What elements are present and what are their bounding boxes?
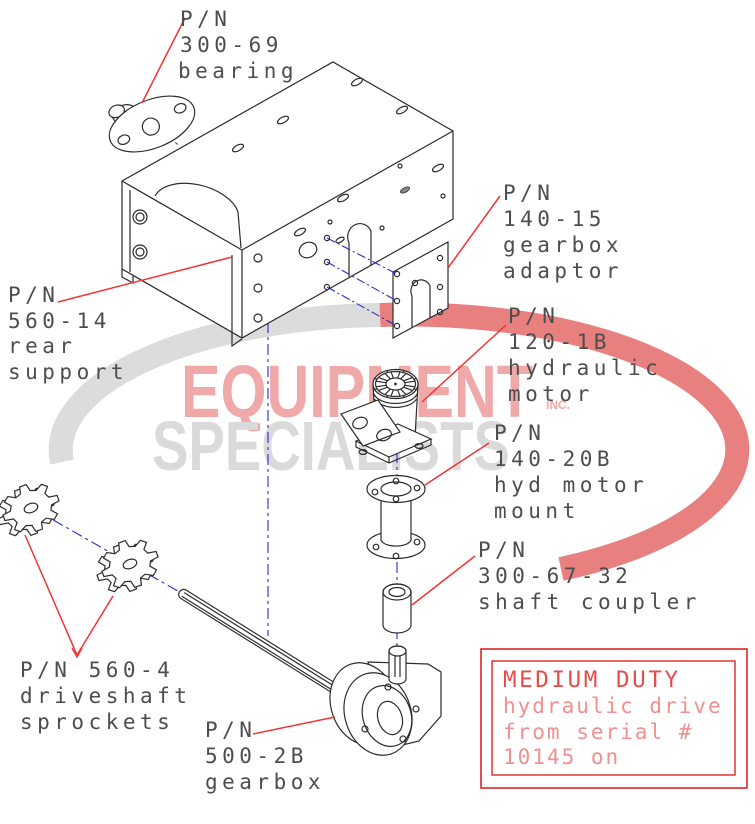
label-driveshaft-sprockets: P/N 560-4 driveshaft sprockets [20, 658, 191, 734]
label-motor-l3: hydraulic [508, 356, 662, 380]
label-gearbox-l3: gearbox [205, 770, 325, 794]
gearbox-adaptor-drawing [392, 240, 449, 340]
label-adaptor-l3: gearbox [503, 233, 623, 257]
leader-lines [24, 17, 507, 735]
label-coupler-l3: shaft coupler [478, 590, 701, 614]
label-rear-support-l3: rear [8, 334, 77, 358]
centerline-sprocket-axis [33, 508, 184, 595]
label-gearbox: P/N 500-2B gearbox [205, 718, 325, 794]
label-mount-l2: 140-20B [494, 447, 614, 471]
label-mount-l3: hyd motor [494, 473, 648, 497]
hyd-motor-mount-drawing [366, 474, 426, 560]
label-sprockets-l3: sprockets [20, 710, 174, 734]
label-motor-l2: 120-1B [508, 330, 611, 354]
label-adaptor-l2: 140-15 [503, 207, 606, 231]
gearbox-drawing [329, 645, 442, 756]
label-adaptor-l1: P/N [503, 181, 554, 205]
label-gearbox-adaptor: P/N 140-15 gearbox adaptor [503, 181, 623, 283]
part-labels: P/N 300-69 bearing P/N 140-15 gearbox ad… [8, 7, 701, 794]
label-bearing-l1: P/N [180, 7, 231, 31]
bearing-drawing [108, 95, 196, 153]
note-box-line1: hydraulic drive [503, 694, 723, 718]
label-motor-l1: P/N [508, 304, 559, 328]
driveshaft-drawing [178, 588, 349, 701]
watermark-logo: EQUIPMENT INC. SPECIALISTS [48, 302, 750, 581]
watermark-inc: INC. [546, 398, 570, 412]
label-coupler-l1: P/N [478, 538, 529, 562]
note-box: MEDIUM DUTY hydraulic drive from serial … [480, 648, 748, 789]
leader-hyd-motor-mount [424, 442, 490, 486]
label-mount-l4: mount [494, 499, 580, 523]
rear-support-housing-drawing [121, 61, 454, 348]
label-rear-support-l4: support [8, 360, 128, 384]
leader-rear-support [57, 256, 233, 303]
label-rear-support-l2: 560-14 [8, 309, 111, 333]
label-mount-l1: P/N [494, 421, 545, 445]
label-coupler-l2: 300-67-32 [478, 564, 632, 588]
leader-sprocket-2 [76, 595, 114, 656]
label-rear-support-l1: P/N [8, 283, 59, 307]
leader-sprocket-1 [24, 534, 78, 656]
note-box-title: MEDIUM DUTY [503, 667, 681, 693]
label-bearing: P/N 300-69 bearing [178, 7, 298, 83]
watermark-word-specialists: SPECIALISTS [152, 408, 510, 486]
watermark-swoosh-gray [48, 303, 381, 465]
label-adaptor-l4: adaptor [503, 259, 623, 283]
label-hyd-motor-mount: P/N 140-20B hyd motor mount [494, 421, 648, 523]
sprocket-2 [96, 539, 159, 593]
label-rear-support: P/N 560-14 rear support [8, 283, 128, 384]
label-shaft-coupler: P/N 300-67-32 shaft coupler [478, 538, 701, 614]
label-bearing-l3: bearing [178, 59, 298, 83]
label-hydraulic-motor: P/N 120-1B hydraulic motor [508, 304, 662, 406]
sprocket-1 [0, 483, 60, 537]
note-box-outer-border [480, 648, 748, 789]
leader-shaft-coupler [411, 555, 476, 606]
label-motor-l4: motor [508, 382, 594, 406]
adaptor-bolt-centerlines [326, 237, 398, 327]
label-sprockets-l2: driveshaft [20, 684, 191, 708]
leader-gearbox-adaptor [447, 195, 501, 269]
leader-hydraulic-motor [421, 324, 507, 403]
leader-gearbox [252, 716, 336, 735]
leader-bearing [141, 17, 186, 104]
watermark-swoosh-red [379, 302, 750, 581]
label-bearing-l2: 300-69 [180, 33, 283, 57]
note-box-line3: 10145 on [503, 745, 620, 769]
hydraulic-motor-drawing [340, 368, 433, 464]
note-box-line2: from serial # [503, 720, 693, 744]
label-gearbox-l2: 500-2B [205, 744, 308, 768]
shaft-coupler-drawing [382, 583, 412, 634]
note-box-inner-border [491, 660, 736, 776]
label-gearbox-l1: P/N [205, 718, 256, 742]
label-sprockets-l1: P/N 560-4 [20, 658, 174, 682]
leader-sprockets-arrowhead [71, 647, 83, 659]
